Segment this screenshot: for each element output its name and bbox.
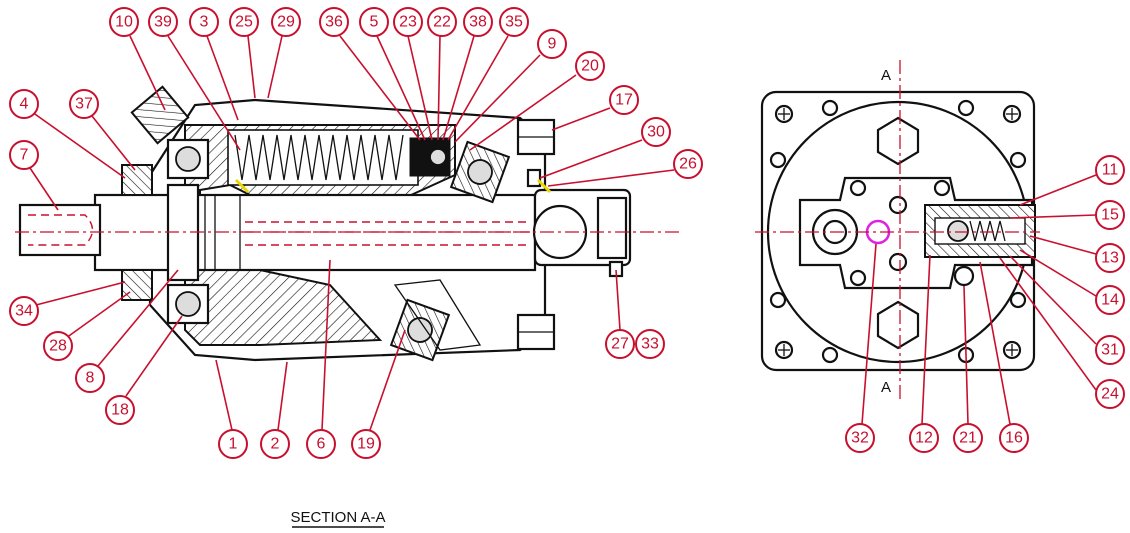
callout-8: 8 <box>86 370 95 387</box>
callout-21: 21 <box>959 430 977 447</box>
callout-28: 28 <box>49 338 67 355</box>
callout-23: 23 <box>399 14 417 31</box>
callout-15: 15 <box>1101 207 1119 224</box>
callout-17: 17 <box>615 92 633 109</box>
hex-nut-bottom <box>876 300 920 350</box>
callout-38: 38 <box>469 14 487 31</box>
hex-nut-top <box>876 116 920 166</box>
section-mark-top: A <box>881 67 891 84</box>
callout-18: 18 <box>111 402 129 419</box>
callout-9: 9 <box>548 36 557 53</box>
callout-31: 31 <box>1101 342 1119 359</box>
callout-13: 13 <box>1101 250 1119 267</box>
swash-bearing-top <box>449 140 511 204</box>
callout-26: 26 <box>679 156 697 173</box>
callout-19: 19 <box>357 436 375 453</box>
seal-block <box>130 85 190 145</box>
callout-36: 36 <box>325 14 343 31</box>
callout-5: 5 <box>370 14 379 31</box>
section-mark-bottom: A <box>881 379 891 396</box>
callout-24: 24 <box>1101 386 1119 403</box>
end-view: A A <box>755 60 1040 400</box>
callout-3: 3 <box>200 14 209 31</box>
callout-16: 16 <box>1005 430 1023 447</box>
callouts-end-view: 11 15 13 14 31 24 32 12 21 16 <box>845 155 1125 453</box>
callout-20: 20 <box>581 58 599 75</box>
shaft-stub <box>18 203 102 257</box>
callout-14: 14 <box>1101 292 1119 309</box>
callout-37: 37 <box>75 96 93 113</box>
callout-30: 30 <box>647 124 665 141</box>
section-title: SECTION A-A <box>290 509 385 526</box>
callout-34: 34 <box>15 303 33 320</box>
callouts-section-view: 10 39 3 25 29 36 5 23 22 38 35 9 <box>9 7 703 459</box>
callout-2: 2 <box>271 436 280 453</box>
callout-25: 25 <box>235 14 253 31</box>
callout-39: 39 <box>154 14 172 31</box>
section-view <box>15 85 680 362</box>
swash-bearing-bottom <box>389 298 451 362</box>
callout-22: 22 <box>433 14 451 31</box>
callout-35: 35 <box>505 14 523 31</box>
callout-32: 32 <box>851 430 869 447</box>
callout-29: 29 <box>277 14 295 31</box>
callout-1: 1 <box>229 436 238 453</box>
callout-10: 10 <box>115 14 133 31</box>
spring-coils <box>234 134 404 181</box>
callout-7: 7 <box>20 147 29 164</box>
callout-33: 33 <box>641 336 659 353</box>
piston-ball <box>429 148 447 166</box>
flange-screws <box>769 99 1027 364</box>
callout-6: 6 <box>317 436 326 453</box>
callout-11: 11 <box>1102 162 1119 179</box>
callout-4: 4 <box>20 96 29 113</box>
callout-27: 27 <box>611 336 629 353</box>
callout-12: 12 <box>915 430 933 447</box>
